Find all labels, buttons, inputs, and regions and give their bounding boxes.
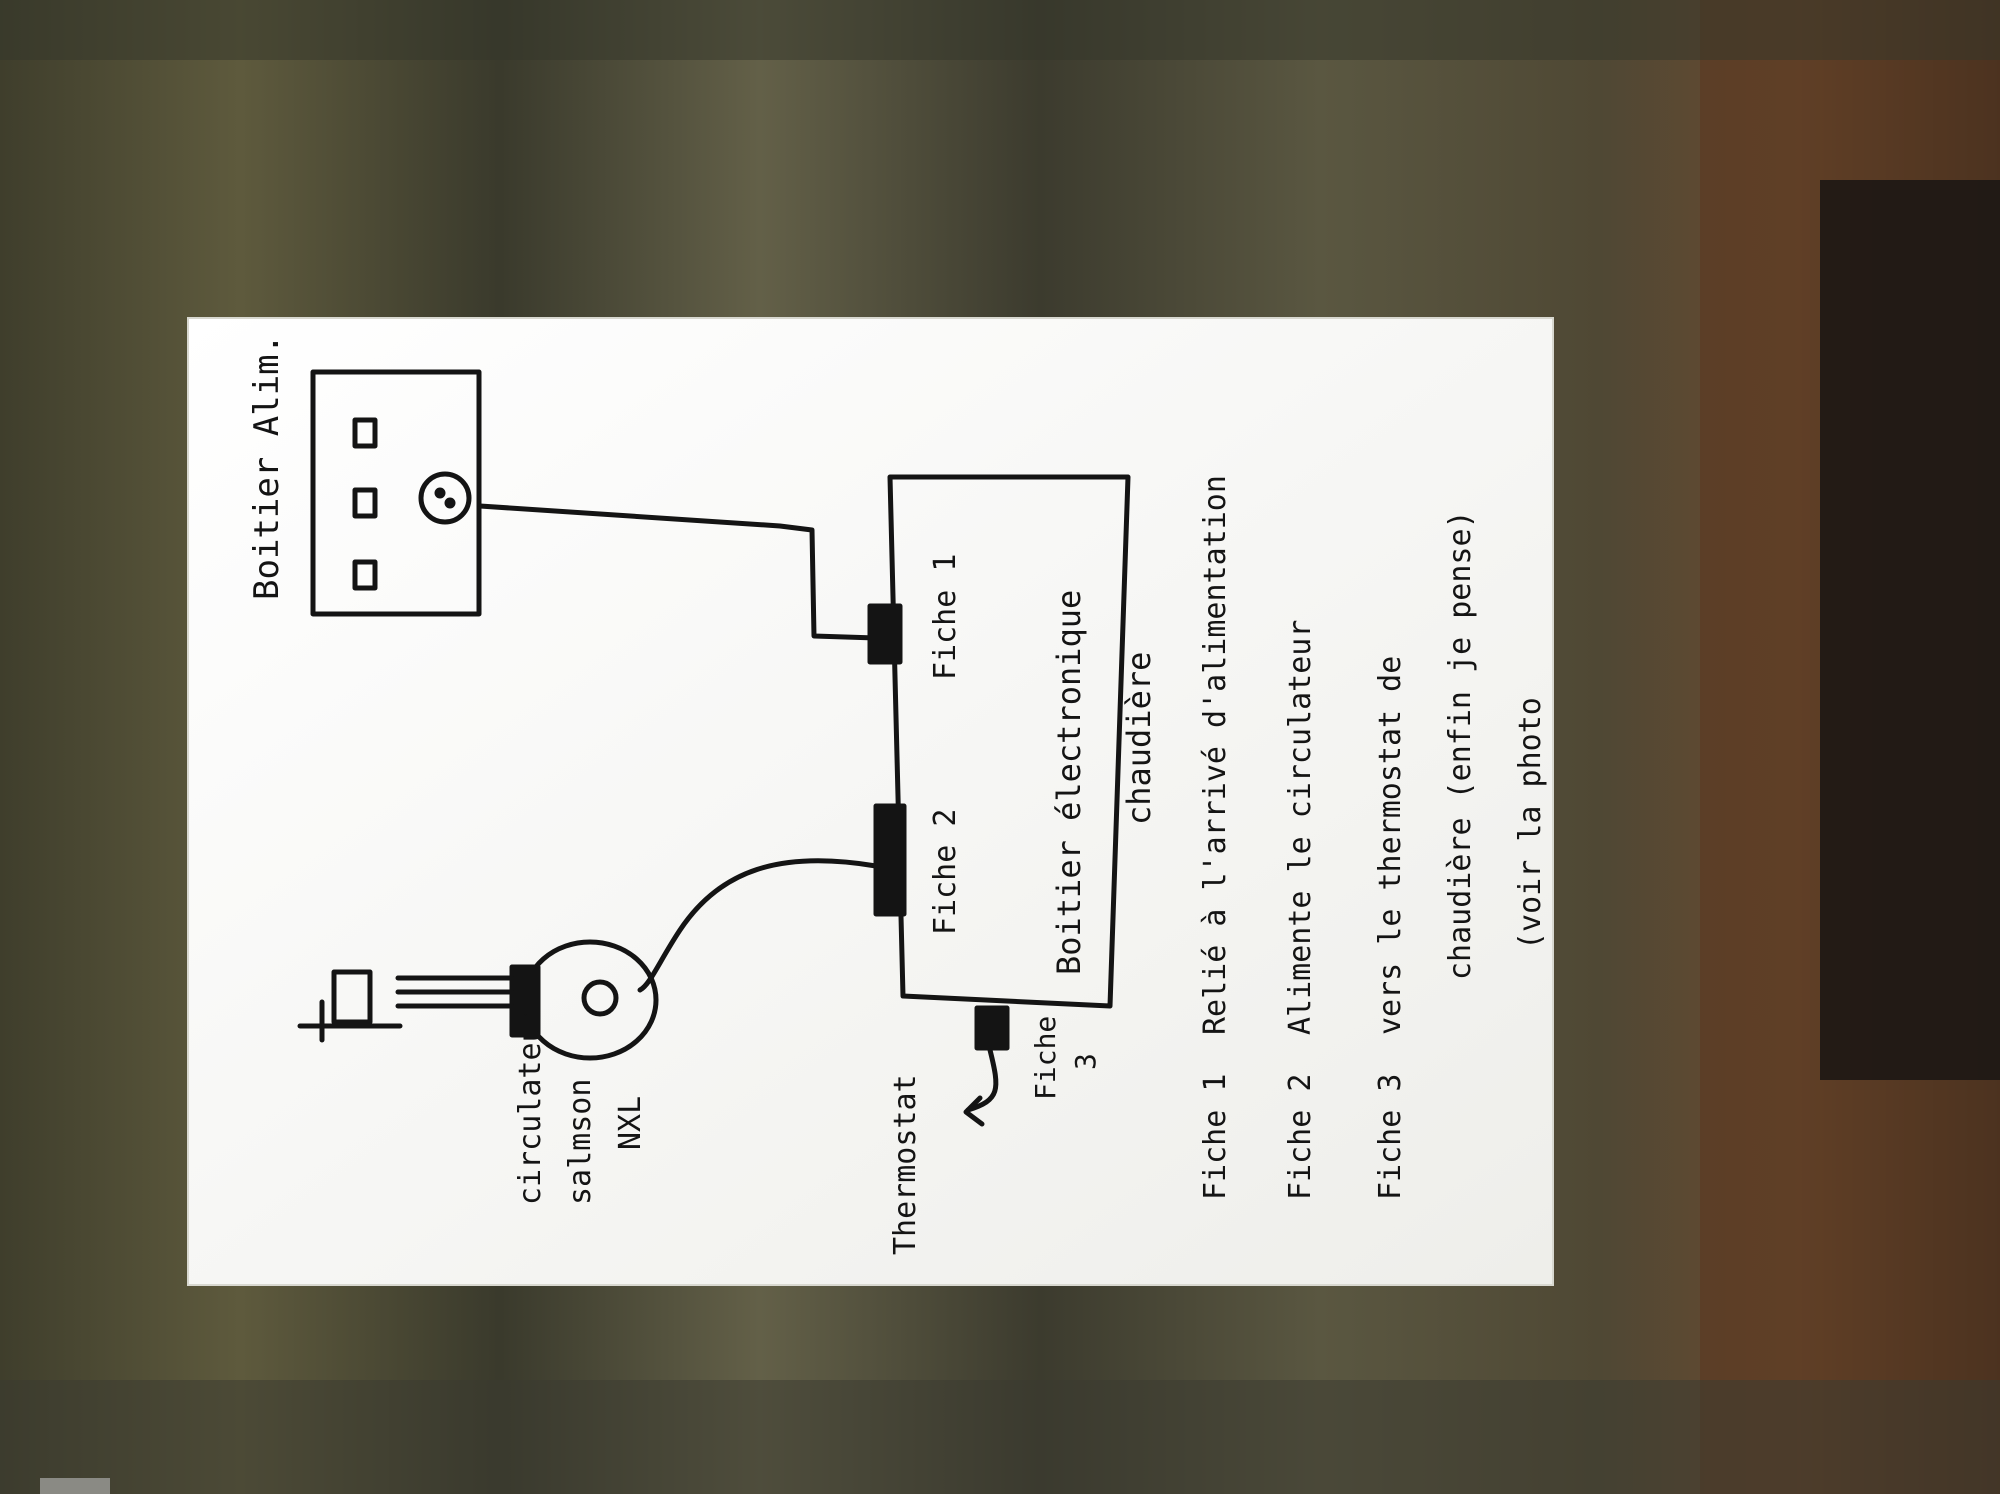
legend-text-3: vers le thermostat de (1373, 656, 1408, 1035)
plug2-connector (876, 806, 904, 914)
label-control-box-1: Boitier électronique (1050, 590, 1088, 975)
paper-sheet (188, 318, 1553, 1285)
legend-text-3-cont2: (voir la photo (1513, 697, 1548, 950)
legend-text-2: Alimente le circulateur (1283, 620, 1318, 1035)
legend-key-3: Fiche 3 (1373, 1074, 1408, 1200)
label-thermostat: Thermostat (888, 1074, 923, 1255)
label-control-box-2: chaudière (1120, 652, 1158, 825)
table-object (40, 1478, 110, 1494)
label-plug3-2: 3 (1069, 1053, 1102, 1070)
legend-text-3-cont1: chaudière (enfin je pense) (1443, 510, 1478, 980)
legend-key-2: Fiche 2 (1283, 1074, 1318, 1200)
label-circulator-1: circulateur (513, 1006, 548, 1205)
label-plug2: Fiche 2 (928, 809, 963, 935)
label-circulator-2: salmson (563, 1079, 598, 1205)
plug1-connector (870, 606, 900, 662)
table-dark-corner (1820, 180, 2000, 1080)
power-outlet-pin-2 (447, 500, 453, 506)
table-plank-1 (0, 0, 2000, 60)
plug3-connector (977, 1008, 1007, 1048)
legend-text-1: Relié à l'arrivé d'alimentation (1198, 475, 1233, 1035)
label-plug1: Fiche 1 (928, 554, 963, 680)
legend-key-1: Fiche 1 (1198, 1074, 1233, 1200)
power-outlet-pin-1 (437, 490, 443, 496)
label-power-box: Boitier Alim. (247, 334, 287, 600)
label-circulator-3: NXL (613, 1096, 648, 1150)
table-plank-2 (0, 1380, 2000, 1494)
label-plug3-1: Fiche (1029, 1016, 1062, 1100)
